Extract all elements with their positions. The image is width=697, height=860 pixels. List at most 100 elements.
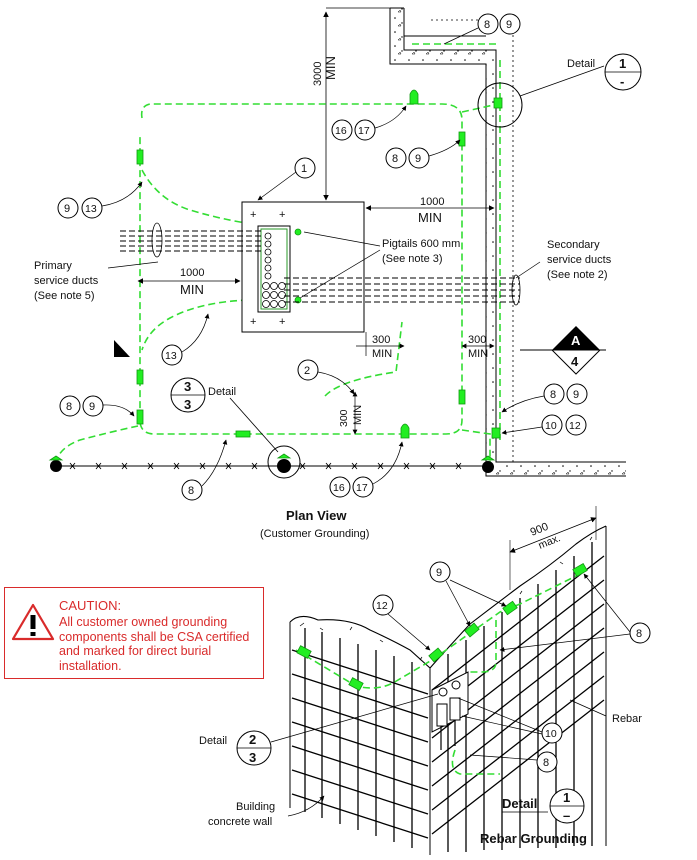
svg-text:8: 8 <box>636 628 642 640</box>
warning-exclamation-icon <box>11 603 55 641</box>
callout-8-bottom: 8 <box>181 439 228 501</box>
svg-text:1: 1 <box>563 790 570 805</box>
svg-text:2: 2 <box>249 732 256 747</box>
dim-300-wall-suffix: MIN <box>468 348 488 360</box>
svg-text:9: 9 <box>573 389 579 401</box>
svg-text:A: A <box>571 333 581 348</box>
svg-text:9: 9 <box>506 19 512 31</box>
detail-2-reference: Detail 2 3 <box>199 693 439 766</box>
dim-3000-value: 3000 <box>312 62 324 86</box>
dimension-1000-left: 1000 MIN <box>137 267 241 297</box>
svg-text:9: 9 <box>89 401 95 413</box>
rebar-callout-9: 9 <box>429 561 507 627</box>
transformer-pad: + + + + <box>241 201 365 333</box>
svg-text:-: - <box>620 74 624 89</box>
svg-text:16: 16 <box>335 125 347 137</box>
secondary-ducts-note: Secondary service ducts (See note 2) <box>515 239 612 281</box>
svg-text:+: + <box>279 209 285 221</box>
ground-conductor-bottom <box>48 445 496 479</box>
svg-text:+: + <box>279 316 285 328</box>
concrete-wall-label: Building concrete wall <box>208 795 325 828</box>
dim-1000-left-value: 1000 <box>180 267 204 279</box>
svg-text:9: 9 <box>64 203 70 215</box>
callout-8-9-top: 8 9 <box>443 13 521 45</box>
svg-text:12: 12 <box>569 420 581 432</box>
callout-13: 13 <box>161 313 210 366</box>
svg-text:concrete wall: concrete wall <box>208 816 272 828</box>
plan-view-subtitle: (Customer Grounding) <box>260 528 369 540</box>
detail-1-reference: Detail 1 - <box>477 53 642 128</box>
rebar-callout-10: 10 <box>457 697 563 744</box>
rebar-caption: Rebar Grounding <box>480 831 587 846</box>
dimension-300-pad: 300 MIN <box>356 332 405 360</box>
pigtails-note: Pigtails 600 mm (See note 3) <box>299 231 460 299</box>
svg-text:8: 8 <box>392 153 398 165</box>
svg-text:1: 1 <box>619 56 626 71</box>
svg-text:+: + <box>250 209 256 221</box>
dim-1000-left-suffix: MIN <box>180 282 204 297</box>
rebar-callout-8-bottom: 8 <box>469 751 558 773</box>
callout-16-17-bottom: 16 17 <box>329 441 404 498</box>
svg-text:12: 12 <box>376 600 388 612</box>
svg-text:Rebar: Rebar <box>612 713 642 725</box>
svg-text:13: 13 <box>165 350 177 362</box>
svg-text:Detail: Detail <box>567 58 595 70</box>
svg-text:3: 3 <box>184 379 191 394</box>
dimension-3000: 3000 MIN <box>312 7 404 201</box>
dim-300-vertical-value: 300 <box>338 409 350 427</box>
svg-text:9: 9 <box>415 153 421 165</box>
secondary-line2: service ducts <box>547 254 612 266</box>
dim-300-pad-value: 300 <box>372 334 390 346</box>
dim-300-vertical-suffix: MIN <box>352 405 364 425</box>
callout-10-12: 10 12 <box>501 414 587 436</box>
callout-1-pad: 1 <box>257 157 316 201</box>
caution-text: All customer owned grounding components … <box>59 615 250 673</box>
svg-text:3: 3 <box>249 750 256 765</box>
callout-16-17-top: 16 17 <box>331 105 407 141</box>
rebar-label: Rebar <box>569 699 642 725</box>
callout-2: 2 <box>297 359 355 395</box>
dimension-300-vertical: 300 MIN <box>338 391 364 435</box>
dim-1000-right-value: 1000 <box>420 196 444 208</box>
rebar-callout-12: 12 <box>372 594 431 651</box>
primary-ducts-note: Primary service ducts (See note 5) <box>34 260 159 302</box>
rebar-title: Detail 1 – Rebar Grounding <box>480 788 587 846</box>
secondary-line1: Secondary <box>547 239 600 251</box>
callout-8-9-mid: 8 9 <box>385 139 461 169</box>
pigtails-line1: Pigtails 600 mm <box>382 238 460 250</box>
svg-text:Detail: Detail <box>502 796 537 811</box>
svg-text:+: + <box>250 316 256 328</box>
caution-box: CAUTION: All customer owned grounding co… <box>4 587 264 679</box>
dim-300-pad-suffix: MIN <box>372 348 392 360</box>
svg-text:1: 1 <box>301 163 307 175</box>
svg-text:Detail: Detail <box>208 386 236 398</box>
dim-1000-right-suffix: MIN <box>418 210 442 225</box>
callout-8-9-right: 8 9 <box>501 383 588 413</box>
dimension-300-wall: 300 MIN <box>461 334 495 360</box>
svg-text:–: – <box>563 808 570 823</box>
dim-300-wall-value: 300 <box>468 334 486 346</box>
pigtails-line2: (See note 3) <box>382 253 443 265</box>
svg-text:3: 3 <box>184 397 191 412</box>
callout-9-13: 9 13 <box>57 181 143 219</box>
dim-3000-suffix: MIN <box>323 56 338 80</box>
svg-text:Building: Building <box>236 801 275 813</box>
svg-text:8: 8 <box>550 389 556 401</box>
svg-text:16: 16 <box>333 482 345 494</box>
rebar-ground-conductor <box>295 562 588 775</box>
primary-line2: service ducts <box>34 275 99 287</box>
svg-text:17: 17 <box>358 125 370 137</box>
svg-text:Detail: Detail <box>199 735 227 747</box>
secondary-line3: (See note 2) <box>547 269 608 281</box>
svg-text:2: 2 <box>304 365 310 377</box>
ring-connectors <box>136 89 503 439</box>
callout-8-9-left: 8 9 <box>59 395 135 417</box>
svg-text:17: 17 <box>356 482 368 494</box>
svg-text:8: 8 <box>543 757 549 769</box>
dimension-1000-right: 1000 MIN <box>365 196 495 225</box>
rebar-callout-8-right: 8 <box>499 573 651 652</box>
svg-text:8: 8 <box>188 485 194 497</box>
svg-text:13: 13 <box>85 203 97 215</box>
primary-ducts <box>120 222 262 258</box>
